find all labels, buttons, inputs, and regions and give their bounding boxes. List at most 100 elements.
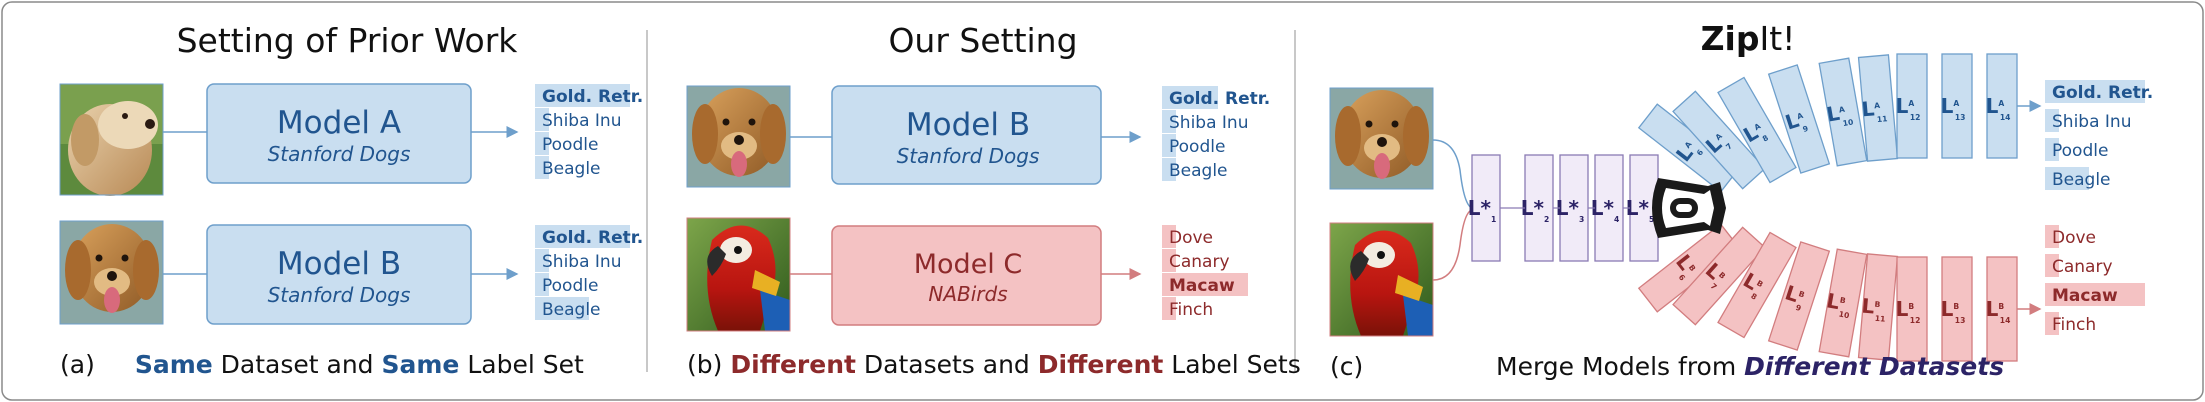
class-label: Poodle: [1162, 134, 1225, 157]
layer-label: L*2: [1521, 196, 1550, 224]
class-label-text: Shiba Inu: [542, 252, 621, 272]
golden-retriever-image-c: [1329, 87, 1434, 190]
panel-b-title: Our Setting: [888, 21, 1077, 60]
layer-block: LA10: [1818, 57, 1868, 167]
model-c-box: [831, 225, 1102, 326]
class-label: Shiba Inu: [535, 249, 621, 272]
class-label-text: Poodle: [542, 276, 598, 296]
macaw-image-c: [1329, 222, 1434, 337]
class-label-text: Beagle: [542, 300, 601, 320]
class-label: Poodle: [2045, 138, 2108, 161]
class-label: Macaw: [2045, 283, 2145, 306]
model-b-name-a: Model B: [277, 246, 401, 282]
class-label-text: Gold. Retr.: [2052, 83, 2153, 103]
class-label-text: Beagle: [542, 159, 601, 179]
class-label: Poodle: [535, 132, 598, 155]
layer-block: LA6: [1637, 103, 1741, 193]
class-label: Dove: [2045, 225, 2096, 248]
class-label: Beagle: [1162, 158, 1228, 181]
layer-label: LB10: [1824, 288, 1853, 320]
class-label: Gold. Retr.: [2045, 80, 2153, 103]
layer-block: LA7: [1672, 90, 1766, 190]
class-label: Shiba Inu: [535, 108, 621, 131]
zipper-icon: [1652, 178, 1726, 238]
layer-block: L*1: [1468, 154, 1501, 262]
layer-label: LA10: [1825, 99, 1854, 131]
layer-block: LB9: [1767, 241, 1831, 351]
panel-a-title: Setting of Prior Work: [177, 21, 519, 60]
class-label: Gold. Retr.: [535, 225, 643, 248]
layer-label: L*5: [1626, 196, 1655, 224]
class-label: Beagle: [535, 156, 601, 179]
model-c-dataset: NABirds: [928, 282, 1007, 306]
class-label: Gold. Retr.: [535, 84, 643, 107]
class-label-text: Macaw: [1169, 276, 1235, 296]
model-a-name: Model A: [277, 105, 401, 141]
class-label: Canary: [2045, 254, 2113, 277]
class-label-text: Dove: [2052, 228, 2096, 248]
class-label-text: Poodle: [542, 135, 598, 155]
class-label-text: Beagle: [1169, 161, 1228, 181]
class-label: Beagle: [2045, 167, 2111, 190]
panel-a-caption: (a)Same Dataset and Same Label Set: [60, 350, 584, 379]
class-label-text: Gold. Retr.: [542, 228, 643, 248]
class-label-text: Shiba Inu: [542, 111, 621, 131]
class-label-text: Gold. Retr.: [1169, 89, 1270, 109]
class-label-text: Poodle: [1169, 137, 1225, 157]
model-b-dataset-a: Stanford Dogs: [268, 283, 411, 307]
class-label: Finch: [2045, 312, 2096, 335]
class-label-text: Poodle: [2052, 141, 2108, 161]
class-label: Finch: [1162, 297, 1213, 320]
layer-label: L*4: [1591, 196, 1620, 224]
class-label: Gold. Retr.: [1162, 86, 1270, 109]
class-label-text: Beagle: [2052, 170, 2111, 190]
class-label: Poodle: [535, 273, 598, 296]
class-label-text: Canary: [1169, 252, 1230, 272]
layer-block: LB10: [1818, 248, 1868, 358]
panel-c-caption-prefix: (c): [1330, 352, 1363, 381]
model-b-dataset-b: Stanford Dogs: [897, 144, 1040, 168]
macaw-image-b: [686, 217, 791, 332]
panel-c-caption: Merge Models from Different Datasets: [1496, 352, 2004, 381]
model-c-name: Model C: [914, 249, 1023, 280]
layer-label: LB11: [1860, 294, 1887, 324]
layer-label: L*1: [1468, 196, 1497, 224]
layer-label: L*3: [1556, 196, 1585, 224]
layer-block: L*4: [1591, 154, 1624, 262]
model-a-dataset: Stanford Dogs: [268, 142, 411, 166]
panel-b: Our Setting Model B Stanford Dogs Gold. …: [686, 21, 1301, 379]
panel-c-title: ZipIt!: [1701, 19, 1796, 58]
layer-block: LB11: [1857, 253, 1899, 361]
class-label: Shiba Inu: [1162, 110, 1248, 133]
class-label-text: Canary: [2052, 257, 2113, 277]
layer-block: L*2: [1521, 154, 1554, 262]
panel-a: Setting of Prior Work Model A Stanford D…: [59, 21, 643, 379]
class-label-text: Shiba Inu: [1169, 113, 1248, 133]
class-label: Shiba Inu: [2045, 109, 2131, 132]
layer-label: LA9: [1782, 106, 1809, 139]
class-label-text: Finch: [1169, 300, 1213, 320]
model-b-box-b: [831, 85, 1102, 185]
layer-label: LA11: [1861, 95, 1888, 125]
class-label: Beagle: [535, 297, 601, 320]
